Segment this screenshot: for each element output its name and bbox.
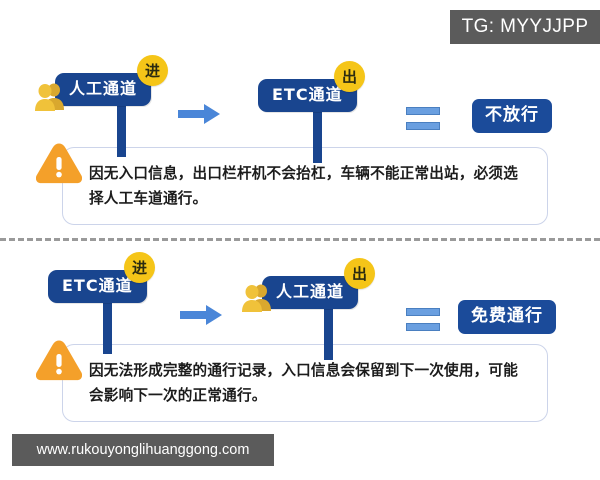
sign-pole [313,105,322,163]
entry-sign-1-label: 人工通道 [55,73,152,106]
result-pill-2[interactable]: 免费通行 [458,300,556,334]
exit-sign-2-badge: 出 [344,258,375,289]
warning-triangle-icon [36,340,82,381]
equals-bar-bottom [406,323,440,331]
exit-sign-1-badge: 出 [334,61,365,92]
site-url-watermark: www.rukouyonglihuanggong.com [12,434,274,466]
people-icon [242,284,271,312]
note-box-2: 因无法形成完整的通行记录，入口信息会保留到下一次使用，可能会影响下一次的正常通行… [62,344,548,423]
note-text-1: 因无入口信息，出口栏杆机不会抬杠，车辆不能正常出站，必须选择人工车道通行。 [89,165,519,208]
entry-sign-2-badge: 进 [124,252,155,283]
entry-sign-1-badge: 进 [137,55,168,86]
note-wrap-2: 因无法形成完整的通行记录，入口信息会保留到下一次使用，可能会影响下一次的正常通行… [0,340,600,423]
sign-pole [117,99,126,157]
arrow-right-icon [178,104,220,124]
equals-bar-bottom [406,122,440,130]
flow-row-2: ETC通道 进 人工通道 出 免费通行 [0,252,600,360]
people-icon [35,83,64,111]
tg-watermark-label: TG: MYYJJPP [450,10,600,44]
equals-bar-top [406,107,440,115]
result-pill-1[interactable]: 不放行 [472,99,552,133]
section-divider [0,238,600,241]
flow-section-1: 人工通道 进 ETC通道 出 不放行 因 [0,55,600,226]
warning-triangle-icon [36,143,82,184]
equals-bar-top [406,308,440,316]
sign-pole [324,302,333,360]
flow-row-1: 人工通道 进 ETC通道 出 不放行 [0,55,600,163]
note-wrap-1: 因无入口信息，出口栏杆机不会抬杠，车辆不能正常出站，必须选择人工车道通行。 [0,143,600,226]
exit-sign-2-label: 人工通道 [262,276,359,309]
note-text-2: 因无法形成完整的通行记录，入口信息会保留到下一次使用，可能会影响下一次的正常通行… [89,362,519,405]
equals-icon [406,107,440,133]
sign-pole [103,296,112,354]
note-box-1: 因无入口信息，出口栏杆机不会抬杠，车辆不能正常出站，必须选择人工车道通行。 [62,147,548,226]
arrow-right-icon [180,305,222,325]
flow-section-2: ETC通道 进 人工通道 出 免费通行 [0,252,600,423]
equals-icon [406,308,440,334]
